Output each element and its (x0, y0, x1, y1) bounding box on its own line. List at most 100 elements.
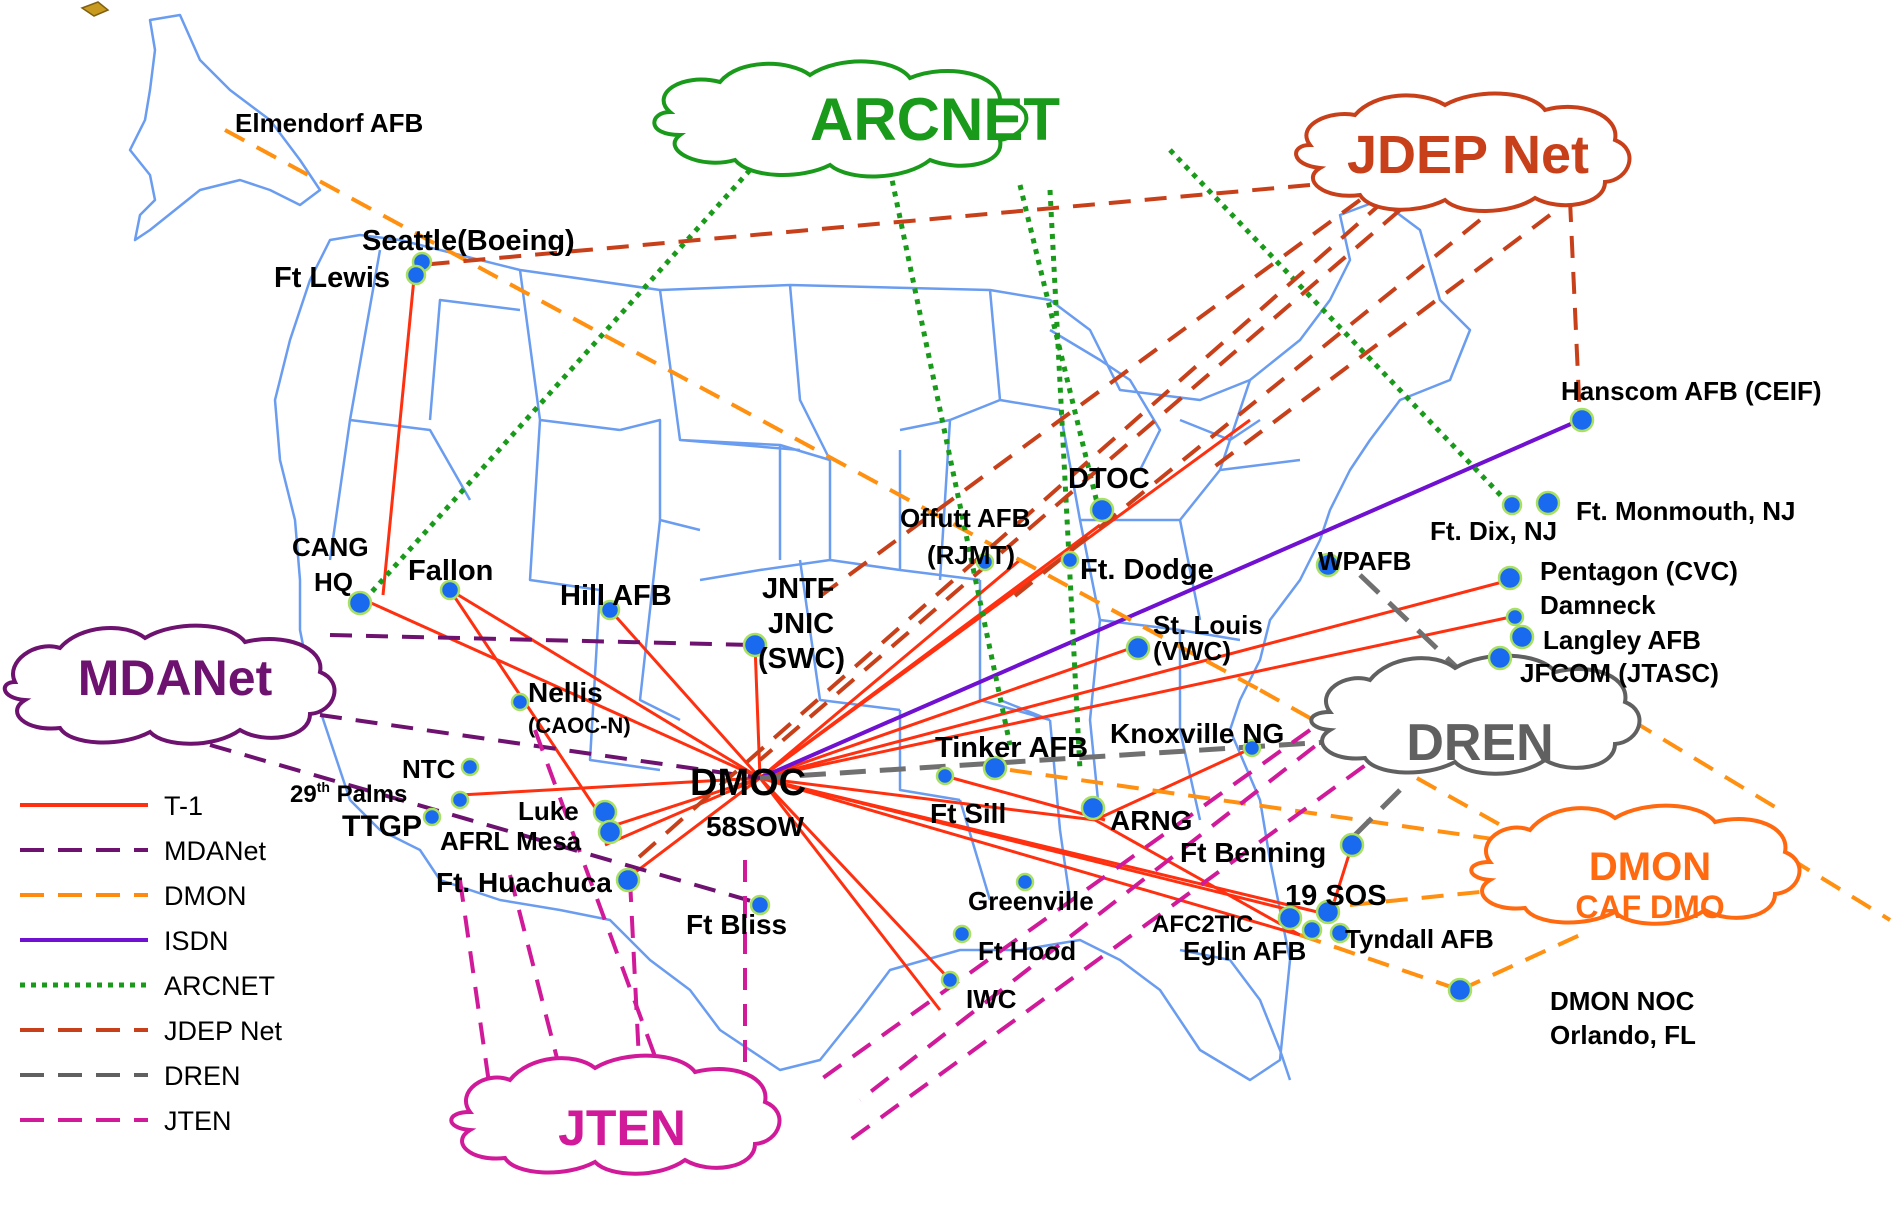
marker-dmonnoc[interactable] (1447, 977, 1473, 1003)
label-dmonnoc1: DMON NOC (1550, 986, 1695, 1016)
label-offutt1: Offutt AFB (900, 503, 1030, 533)
legend-label-jten: JTEN (164, 1106, 232, 1136)
legend-label-isdn: ISDN (164, 926, 229, 956)
label-stlouis2: (VWC) (1153, 636, 1231, 666)
label-iwc: IWC (966, 984, 1017, 1014)
label-offutt2: (RJMT) (927, 540, 1015, 570)
legend-label-mdanet: MDANet (164, 836, 267, 866)
label-cang2: HQ (314, 567, 353, 597)
marker-fallon[interactable] (439, 579, 461, 601)
legend-label-dren: DREN (164, 1061, 241, 1091)
marker-ftmonmouth[interactable] (1535, 490, 1561, 516)
marker-pentagon[interactable] (1497, 565, 1523, 591)
marker-ftlewis[interactable] (405, 264, 427, 286)
marker-ftdix[interactable] (1501, 494, 1523, 516)
label-stlouis1: St. Louis (1153, 610, 1263, 640)
marker-eglin[interactable] (1301, 919, 1323, 941)
marker-damneck[interactable] (1505, 607, 1525, 627)
marker-ftbliss[interactable] (749, 894, 771, 916)
legend-label-dmon: DMON (164, 881, 247, 911)
label-ftdix: Ft. Dix, NJ (1430, 516, 1557, 546)
marker-ttgp[interactable] (422, 807, 442, 827)
label-arng: ARNG (1110, 805, 1192, 836)
marker-nellis[interactable] (510, 692, 530, 712)
marker-huachuca[interactable] (615, 867, 641, 893)
marker-19sos[interactable] (1315, 899, 1341, 925)
marker-ftsill[interactable] (935, 766, 955, 786)
marker-tinker[interactable] (982, 755, 1008, 781)
marker-knoxville[interactable] (1242, 738, 1262, 758)
us-outline (273, 198, 1472, 1082)
label-ftbliss: Ft Bliss (686, 909, 787, 940)
label-palms-text: Palms (330, 781, 407, 808)
label-nellis1: Nellis (528, 677, 603, 708)
label-seattle: Seattle(Boeing) (362, 225, 575, 257)
label-ftmonmouth: Ft. Monmouth, NJ (1576, 496, 1796, 526)
label-jntf2: JNIC (768, 608, 834, 640)
label-dtoc: DTOC (1068, 463, 1150, 495)
marker-wpafb[interactable] (1315, 552, 1341, 578)
marker-tyndall[interactable] (1329, 922, 1351, 944)
marker-arng[interactable] (1080, 795, 1106, 821)
marker-stlouis[interactable] (1125, 635, 1151, 661)
arcnet-cloud: ARCNET (652, 59, 1060, 179)
label-sow: 58SOW (706, 811, 805, 842)
marker-iwc[interactable] (940, 970, 960, 990)
label-nellis2: (CAOC-N) (528, 713, 631, 738)
marker-ftbenning[interactable] (1339, 832, 1365, 858)
marker-cang[interactable] (347, 590, 373, 616)
legend-label-t-1: T-1 (164, 791, 203, 821)
arcnet-links (358, 148, 1512, 771)
label-hanscom: Hanscom AFB (CEIF) (1561, 376, 1822, 406)
label-ftdodge: Ft. Dodge (1080, 554, 1214, 586)
label-dmonnoc2: Orlando, FL (1550, 1020, 1696, 1050)
marker-dtoc[interactable] (1089, 497, 1115, 523)
marker-langley[interactable] (1509, 624, 1535, 650)
label-afc2tic: AFC2TIC (1152, 911, 1253, 938)
marker-afc2tic[interactable] (1277, 905, 1303, 931)
label-luke: Luke (518, 796, 579, 826)
marker-greenville[interactable] (1015, 872, 1035, 892)
label-cang1: CANG (292, 532, 369, 562)
label-ntc: NTC (402, 754, 456, 784)
dmon-sublabel: CAF DMO (1575, 889, 1724, 925)
jdep-cloud: JDEP Net (1294, 91, 1632, 213)
marker-hanscom[interactable] (1569, 407, 1595, 433)
label-ftlewis: Ft Lewis (274, 262, 390, 294)
marker-palms[interactable] (450, 790, 470, 810)
label-fallon: Fallon (408, 555, 493, 587)
marker-fthood[interactable] (952, 924, 972, 944)
label-palms-num: 29 (290, 781, 317, 808)
label-ftsill: Ft Sill (930, 798, 1006, 829)
marker-afrl[interactable] (597, 819, 623, 845)
jten-cloud: JTEN (449, 1053, 782, 1176)
legend-label-arcnet: ARCNET (164, 971, 275, 1001)
dmon-cloud: DMON CAF DMO (1469, 803, 1802, 926)
dren-cloud: DREN (1309, 653, 1642, 776)
marker-luke[interactable] (592, 799, 618, 825)
marker-ftdodge[interactable] (1060, 550, 1080, 570)
label-ttgp: TTGP (342, 810, 422, 843)
label-dmoc: DMOC (690, 762, 806, 804)
marker-jntf[interactable] (742, 632, 768, 658)
label-damneck: Damneck (1540, 590, 1656, 620)
t1-links (359, 267, 1521, 1011)
network-links (209, 128, 1892, 1142)
label-hill: Hill AFB (560, 580, 672, 612)
label-pentagon: Pentagon (CVC) (1540, 556, 1738, 586)
jdep-label: JDEP Net (1347, 125, 1589, 185)
alaska-outline (128, 13, 322, 242)
dren-label: DREN (1406, 714, 1553, 772)
label-afrl: AFRL Mesa (440, 826, 582, 856)
label-fthood: Ft Hood (978, 936, 1076, 966)
marker-ntc[interactable] (460, 757, 480, 777)
marker-hill[interactable] (599, 599, 621, 621)
marker-offutt[interactable] (975, 552, 995, 572)
label-jntf3: (SWC) (758, 643, 845, 675)
us-state-outlines (128, 13, 1472, 1082)
marker-jfcom[interactable] (1487, 645, 1513, 671)
arcnet-label: ARCNET (810, 86, 1060, 153)
jten-label: JTEN (558, 1100, 686, 1156)
